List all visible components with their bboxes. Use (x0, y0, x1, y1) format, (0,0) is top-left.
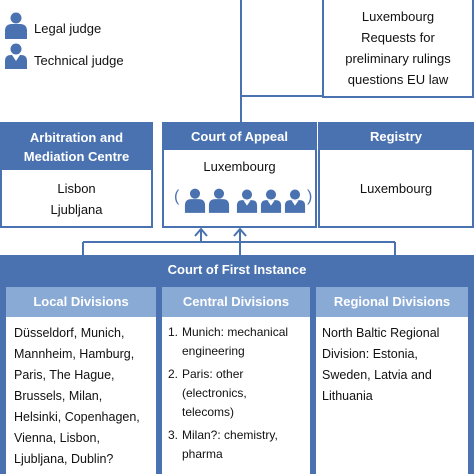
technical-judge-icon (260, 188, 282, 214)
local-division-line: Düsseldorf, Munich, (14, 323, 156, 344)
arbitration-title-line: Mediation Centre (24, 149, 129, 165)
open-paren: ( (174, 188, 179, 206)
local-division-line: Brussels, Milan, (14, 386, 156, 407)
cjeu-line: preliminary rulings (324, 48, 472, 69)
arbitration-location: Lisbon (2, 178, 151, 199)
close-paren: ) (307, 188, 312, 206)
regional-division-line: Lithuania (322, 386, 468, 407)
legal-judge-icon (4, 12, 28, 40)
registry-box: Registry Luxembourg (318, 122, 474, 228)
legend: Legal judge Technical judge (0, 0, 200, 80)
central-division-item: 2. Paris: other (electronics, telecoms) (168, 365, 310, 422)
local-division-line: Paris, The Hague, (14, 365, 156, 386)
legal-judge-icon (208, 188, 230, 214)
central-divisions-box: Central Divisions 1. Munich: mechanical … (162, 287, 310, 474)
arbitration-title-line: Arbitration and (30, 130, 123, 146)
central-divisions-header: Central Divisions (162, 287, 310, 317)
central-division-item: 1. Munich: mechanical engineering (168, 323, 310, 361)
court-of-appeal-box: Court of Appeal Luxembourg ( ) (162, 122, 317, 228)
local-division-line: Helsinki, Copenhagen, (14, 407, 156, 428)
cjeu-line: Requests for (324, 27, 472, 48)
arbitration-header: Arbitration and Mediation Centre (2, 124, 151, 170)
local-divisions-box: Local Divisions Düsseldorf, Munich, Mann… (6, 287, 156, 474)
local-division-line: Mannheim, Hamburg, (14, 344, 156, 365)
court-of-appeal-header: Court of Appeal (164, 124, 315, 150)
regional-division-line: Division: Estonia, (322, 344, 468, 365)
cjeu-box: Luxembourg Requests for preliminary ruli… (322, 0, 474, 98)
arbitration-location: Ljubljana (2, 199, 151, 220)
regional-division-line: Sweden, Latvia and (322, 365, 468, 386)
technical-judge-icon (4, 42, 28, 70)
cjeu-line: questions EU law (324, 69, 472, 90)
central-division-item: 3. Milan?: chemistry, pharma (168, 426, 310, 464)
arbitration-box: Arbitration and Mediation Centre Lisbon … (0, 122, 153, 228)
registry-location: Luxembourg (320, 150, 472, 199)
cfi-header: Court of First Instance (0, 255, 474, 285)
local-division-line: Vienna, Lisbon, (14, 428, 156, 449)
regional-divisions-box: Regional Divisions North Baltic Regional… (316, 287, 468, 474)
court-of-appeal-location: Luxembourg (164, 150, 315, 177)
regional-divisions-header: Regional Divisions (316, 287, 468, 317)
cjeu-location: Luxembourg (324, 6, 472, 27)
registry-header: Registry (320, 124, 472, 150)
legal-judge-icon (184, 188, 206, 214)
legend-legal-judge-label: Legal judge (34, 21, 101, 36)
legend-technical-judge-label: Technical judge (34, 53, 124, 68)
technical-judge-icon (284, 188, 306, 214)
judges-panel: ( ) (170, 184, 309, 216)
regional-division-line: North Baltic Regional (322, 323, 468, 344)
local-divisions-header: Local Divisions (6, 287, 156, 317)
technical-judge-icon (236, 188, 258, 214)
local-division-line: Ljubljana, Dublin? (14, 449, 156, 470)
